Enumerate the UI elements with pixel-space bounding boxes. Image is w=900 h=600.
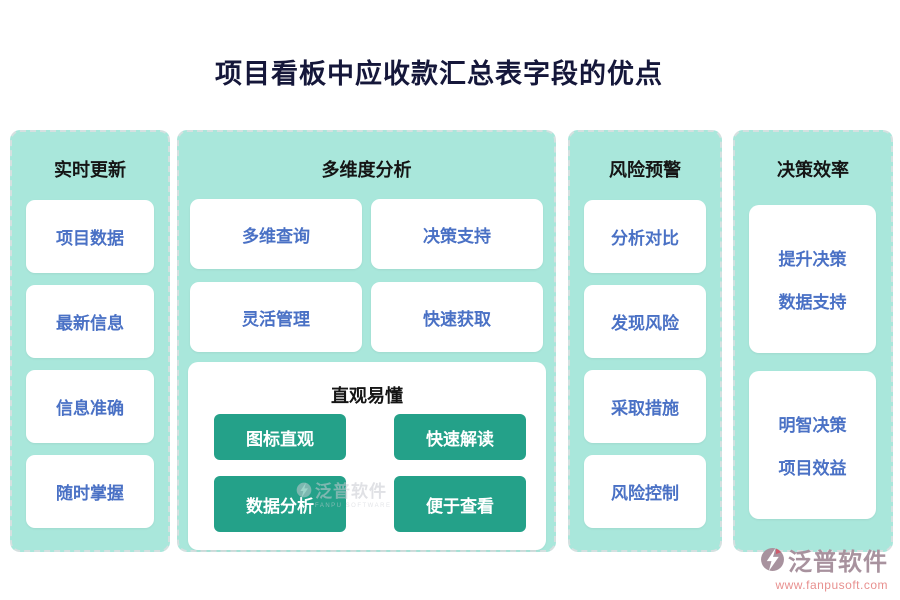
logo-brand-text: 泛普软件 (788, 549, 888, 576)
feature-button: 数据分析 (214, 476, 346, 532)
card-stack: 提升决策 数据支持 明智决策 项目效益 (749, 205, 876, 519)
feature-card: 多维查询 (190, 199, 362, 269)
feature-card: 快速获取 (371, 282, 543, 352)
button-grid: 图标直观 快速解读 数据分析 便于查看 (214, 414, 526, 532)
card-line: 明智决策 (778, 416, 847, 435)
subpanel-header: 直观易懂 (331, 386, 403, 406)
feature-card: 采取措施 (584, 370, 706, 443)
column-header: 风险预警 (609, 160, 681, 180)
feature-button: 便于查看 (394, 476, 526, 532)
column-decision-efficiency: 决策效率 提升决策 数据支持 明智决策 项目效益 (733, 130, 893, 552)
feature-card: 发现风险 (584, 285, 706, 358)
feature-card: 项目数据 (26, 200, 154, 273)
card-line: 项目效益 (778, 459, 847, 478)
fanpu-logo-icon (760, 547, 785, 572)
card-line: 数据支持 (778, 293, 847, 312)
feature-card-multiline: 明智决策 项目效益 (749, 371, 876, 519)
fanpu-brand-logo: 泛普软件 www.fanpusoft.com (760, 542, 888, 592)
card-stack: 分析对比 发现风险 采取措施 风险控制 (584, 200, 706, 528)
feature-button: 图标直观 (214, 414, 346, 460)
feature-card: 决策支持 (371, 199, 543, 269)
card-line: 提升决策 (778, 250, 847, 269)
feature-card: 分析对比 (584, 200, 706, 273)
column-header: 决策效率 (777, 160, 849, 180)
feature-card: 灵活管理 (190, 282, 362, 352)
column-risk-warning: 风险预警 分析对比 发现风险 采取措施 风险控制 (568, 130, 722, 552)
feature-card-multiline: 提升决策 数据支持 (749, 205, 876, 353)
logo-url-text: www.fanpusoft.com (775, 578, 888, 592)
subpanel-intuitive: 直观易懂 图标直观 快速解读 数据分析 便于查看 (188, 362, 546, 550)
column-header: 多维度分析 (321, 160, 412, 180)
feature-card: 信息准确 (26, 370, 154, 443)
feature-card: 风险控制 (584, 455, 706, 528)
feature-card: 最新信息 (26, 285, 154, 358)
column-realtime-update: 实时更新 项目数据 最新信息 信息准确 随时掌握 (10, 130, 170, 552)
feature-button: 快速解读 (394, 414, 526, 460)
page-title: 项目看板中应收款汇总表字段的优点 (215, 59, 663, 89)
feature-card: 随时掌握 (26, 455, 154, 528)
card-stack: 项目数据 最新信息 信息准确 随时掌握 (26, 200, 154, 528)
column-multidimensional-analysis: 多维度分析 多维查询 决策支持 灵活管理 快速获取 直观易懂 图标直观 快速解读… (177, 130, 556, 552)
column-header: 实时更新 (54, 160, 126, 180)
card-grid: 多维查询 决策支持 灵活管理 快速获取 (190, 199, 543, 352)
